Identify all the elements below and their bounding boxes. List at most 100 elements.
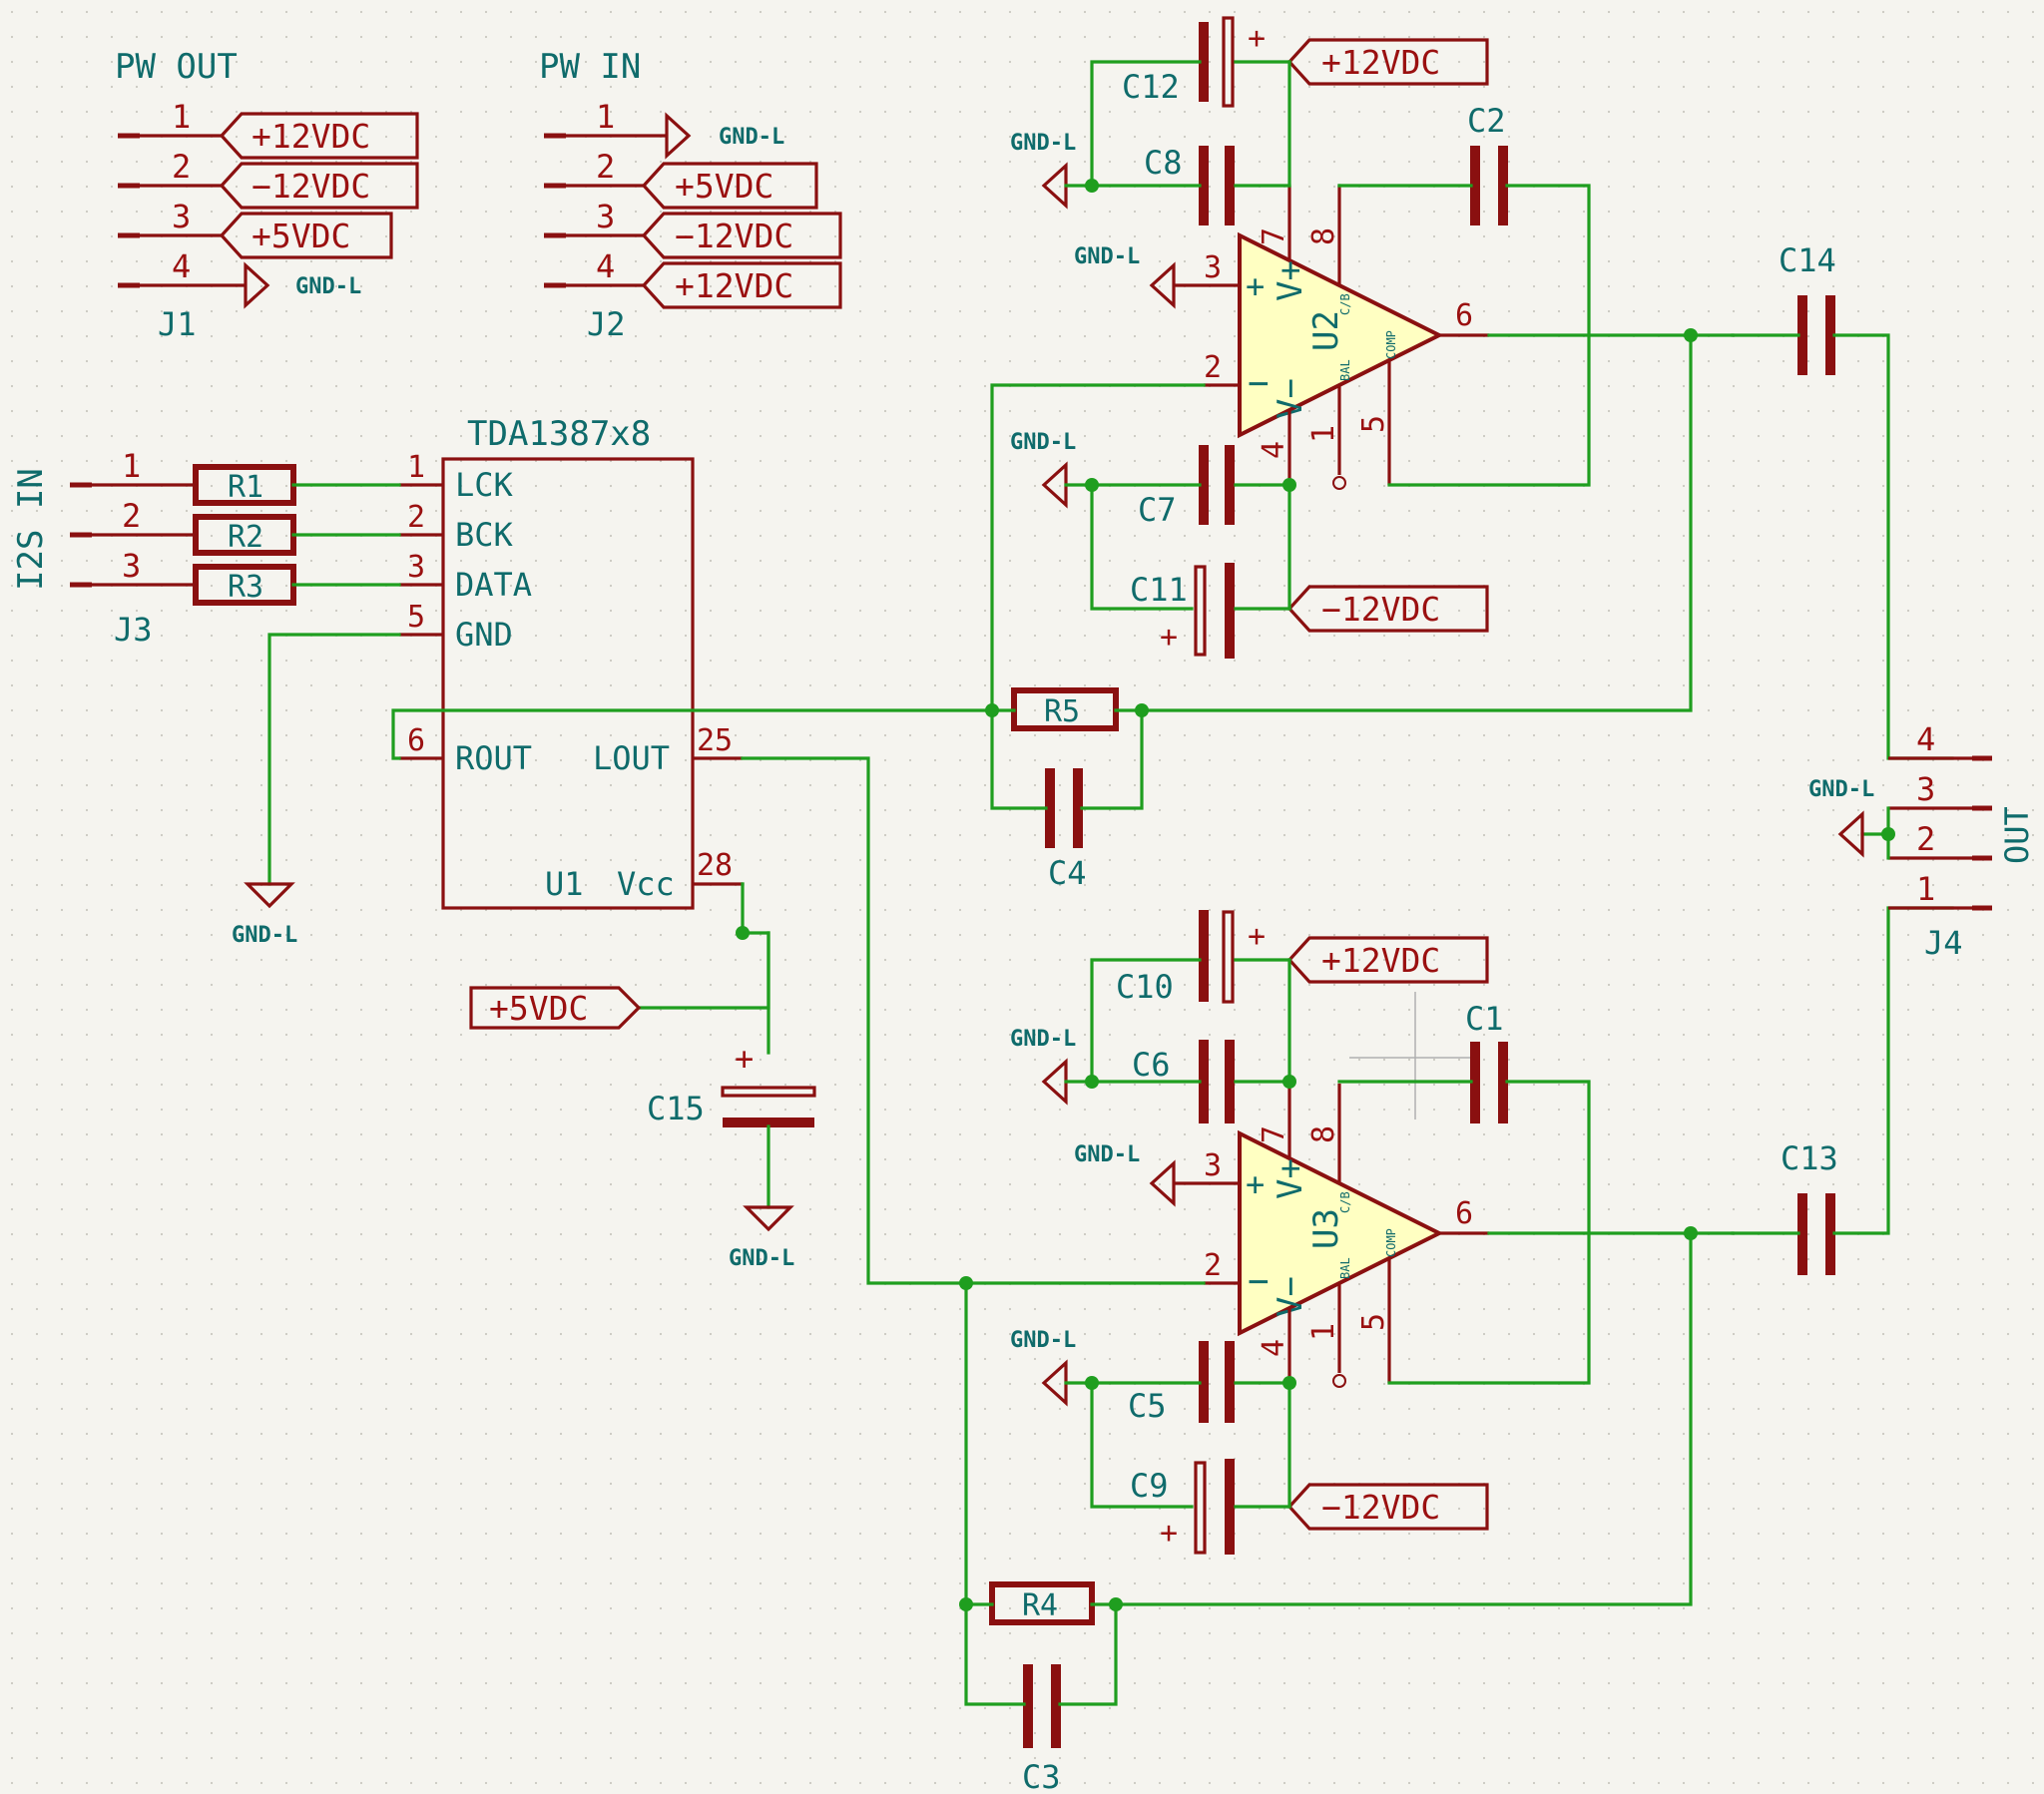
- svg-text:C12: C12: [1122, 68, 1180, 106]
- svg-text:GND-L: GND-L: [729, 1246, 794, 1271]
- svg-text:GND-L: GND-L: [1010, 131, 1076, 156]
- svg-text:+: +: [735, 1040, 754, 1078]
- svg-text:COMP: COMP: [1384, 1228, 1398, 1257]
- svg-text:3: 3: [1916, 770, 1935, 808]
- j1-net-label-3: [219, 212, 393, 259]
- svg-text:LCK: LCK: [455, 466, 514, 504]
- j2-pin-2: 2: [596, 148, 615, 186]
- u2-supply-wiring: [1064, 60, 1291, 193]
- svg-text:+: +: [1160, 620, 1178, 655]
- j3-pin-3: 3: [122, 547, 141, 585]
- svg-text:R1: R1: [228, 470, 263, 505]
- svg-text:5: 5: [407, 600, 425, 635]
- j4-title: OUT: [1998, 806, 2036, 864]
- net-label-p5-u1: +5VDC: [469, 986, 642, 1030]
- u1-body: [441, 457, 695, 910]
- svg-text:−12VDC: −12VDC: [1321, 590, 1440, 629]
- svg-text:R3: R3: [228, 570, 263, 605]
- svg-text:2: 2: [1916, 820, 1935, 858]
- svg-text:BAL: BAL: [1338, 1257, 1352, 1279]
- resistor-r1[interactable]: R1: [193, 464, 296, 506]
- capacitor-c11[interactable]: + C11: [1130, 563, 1235, 659]
- j2-ref: J2: [587, 305, 626, 343]
- capacitor-c13[interactable]: C13: [1731, 906, 1954, 1275]
- j1-ref: J1: [158, 305, 197, 343]
- capacitor-c10[interactable]: + C10: [1116, 910, 1266, 1006]
- svg-text:5: 5: [1356, 415, 1391, 433]
- net-label-m12-top: −12VDC: [1286, 585, 1489, 633]
- svg-text:1: 1: [1306, 425, 1341, 443]
- ic-u1[interactable]: TDA1387x8 1 2 3 5 6 LCK BCK DATA GND ROU…: [399, 414, 743, 910]
- u2-feedback-wiring: [985, 328, 1735, 810]
- svg-text:+: +: [1246, 267, 1265, 305]
- capacitor-c2[interactable]: C2: [1337, 102, 1591, 487]
- svg-text:C3: C3: [1022, 1758, 1061, 1794]
- j1-pin-4: 4: [172, 247, 191, 285]
- u1-ref: U1: [545, 865, 584, 903]
- svg-text:2: 2: [1204, 350, 1222, 385]
- j2-net-label-3: [641, 212, 842, 259]
- svg-text:+12VDC: +12VDC: [1321, 941, 1440, 980]
- j2-pin-1: 1: [596, 98, 615, 136]
- svg-text:BAL: BAL: [1338, 359, 1352, 381]
- capacitor-c8[interactable]: C8: [1144, 144, 1235, 225]
- crosshair-cursor: [1349, 992, 1479, 1120]
- capacitor-c7[interactable]: C7: [1138, 445, 1235, 529]
- gnd-symbol-u1: GND-L: [232, 882, 297, 948]
- u3-ref: U3: [1306, 1208, 1346, 1249]
- svg-text:C5: C5: [1128, 1387, 1167, 1425]
- connector-j1[interactable]: PW OUT 1 2 3 4 +12VDC −12VDC +5VDC GND-L…: [115, 47, 419, 343]
- svg-text:ROUT: ROUT: [455, 739, 532, 777]
- svg-text:+: +: [1248, 21, 1266, 56]
- j3-ref: J3: [114, 611, 153, 649]
- svg-text:GND-L: GND-L: [295, 274, 361, 299]
- j4-ref: J4: [1924, 924, 1963, 962]
- j1-net-label-1: [219, 112, 419, 160]
- svg-text:+5VDC: +5VDC: [675, 167, 773, 206]
- svg-text:8: 8: [1306, 227, 1341, 245]
- svg-text:+: +: [1160, 1516, 1178, 1551]
- svg-text:C13: C13: [1781, 1139, 1838, 1177]
- svg-text:+: +: [1248, 919, 1266, 954]
- svg-text:C/B: C/B: [1338, 1191, 1352, 1213]
- svg-text:Vcc: Vcc: [617, 865, 675, 903]
- svg-text:+: +: [1246, 1165, 1265, 1203]
- svg-text:4: 4: [1916, 720, 1935, 758]
- capacitor-c5[interactable]: C5: [1128, 1341, 1235, 1425]
- connector-j2[interactable]: PW IN 1 2 3 4 GND-L +5VDC −12VDC +12VDC …: [539, 47, 842, 343]
- svg-text:2: 2: [1204, 1248, 1222, 1283]
- j2-net-label-4: [641, 261, 842, 309]
- connector-j3[interactable]: I2S IN 1 2 3 J3: [11, 447, 196, 649]
- opamp-u3[interactable]: + − V+ V− U3 C/B BAL COMP 3 2 6 7 8 4 1 …: [1174, 1084, 1489, 1388]
- svg-text:COMP: COMP: [1384, 330, 1398, 359]
- svg-text:4: 4: [1257, 441, 1291, 459]
- capacitor-c12[interactable]: + C12: [1122, 16, 1266, 108]
- capacitor-c15[interactable]: + C15 GND-L: [647, 1040, 816, 1271]
- net-label-p12-bottom: +12VDC: [1286, 936, 1489, 984]
- svg-text:−12VDC: −12VDC: [675, 217, 793, 255]
- svg-text:GND: GND: [455, 616, 513, 654]
- opamp-u2[interactable]: + − V+ V− U2 C/B BAL COMP 3 2 6 7 8 4 1 …: [1174, 186, 1489, 490]
- capacitor-c9[interactable]: + C9: [1130, 1459, 1235, 1555]
- u1-part: TDA1387x8: [467, 414, 651, 454]
- capacitor-c4[interactable]: C4: [1045, 768, 1087, 892]
- svg-text:C4: C4: [1048, 854, 1087, 892]
- connector-j4[interactable]: 4 3 2 1 OUT J4: [1888, 720, 2036, 962]
- svg-text:R4: R4: [1022, 1588, 1058, 1623]
- j3-pin-2: 2: [122, 497, 141, 535]
- capacitor-c3[interactable]: C3: [1022, 1664, 1061, 1794]
- svg-text:C15: C15: [647, 1090, 705, 1127]
- svg-text:GND-L: GND-L: [1074, 244, 1140, 269]
- svg-text:3: 3: [407, 550, 425, 585]
- svg-text:GND-L: GND-L: [719, 125, 784, 150]
- gnd-symbol-c6: GND-L: [1010, 1027, 1076, 1106]
- svg-text:R2: R2: [228, 520, 263, 555]
- svg-text:C1: C1: [1465, 1000, 1504, 1038]
- svg-text:1: 1: [1916, 870, 1935, 908]
- capacitor-c6[interactable]: C6: [1132, 1040, 1235, 1123]
- svg-text:C10: C10: [1116, 968, 1174, 1006]
- svg-text:−: −: [1248, 363, 1270, 404]
- svg-text:C8: C8: [1144, 144, 1183, 182]
- svg-text:2: 2: [407, 500, 425, 535]
